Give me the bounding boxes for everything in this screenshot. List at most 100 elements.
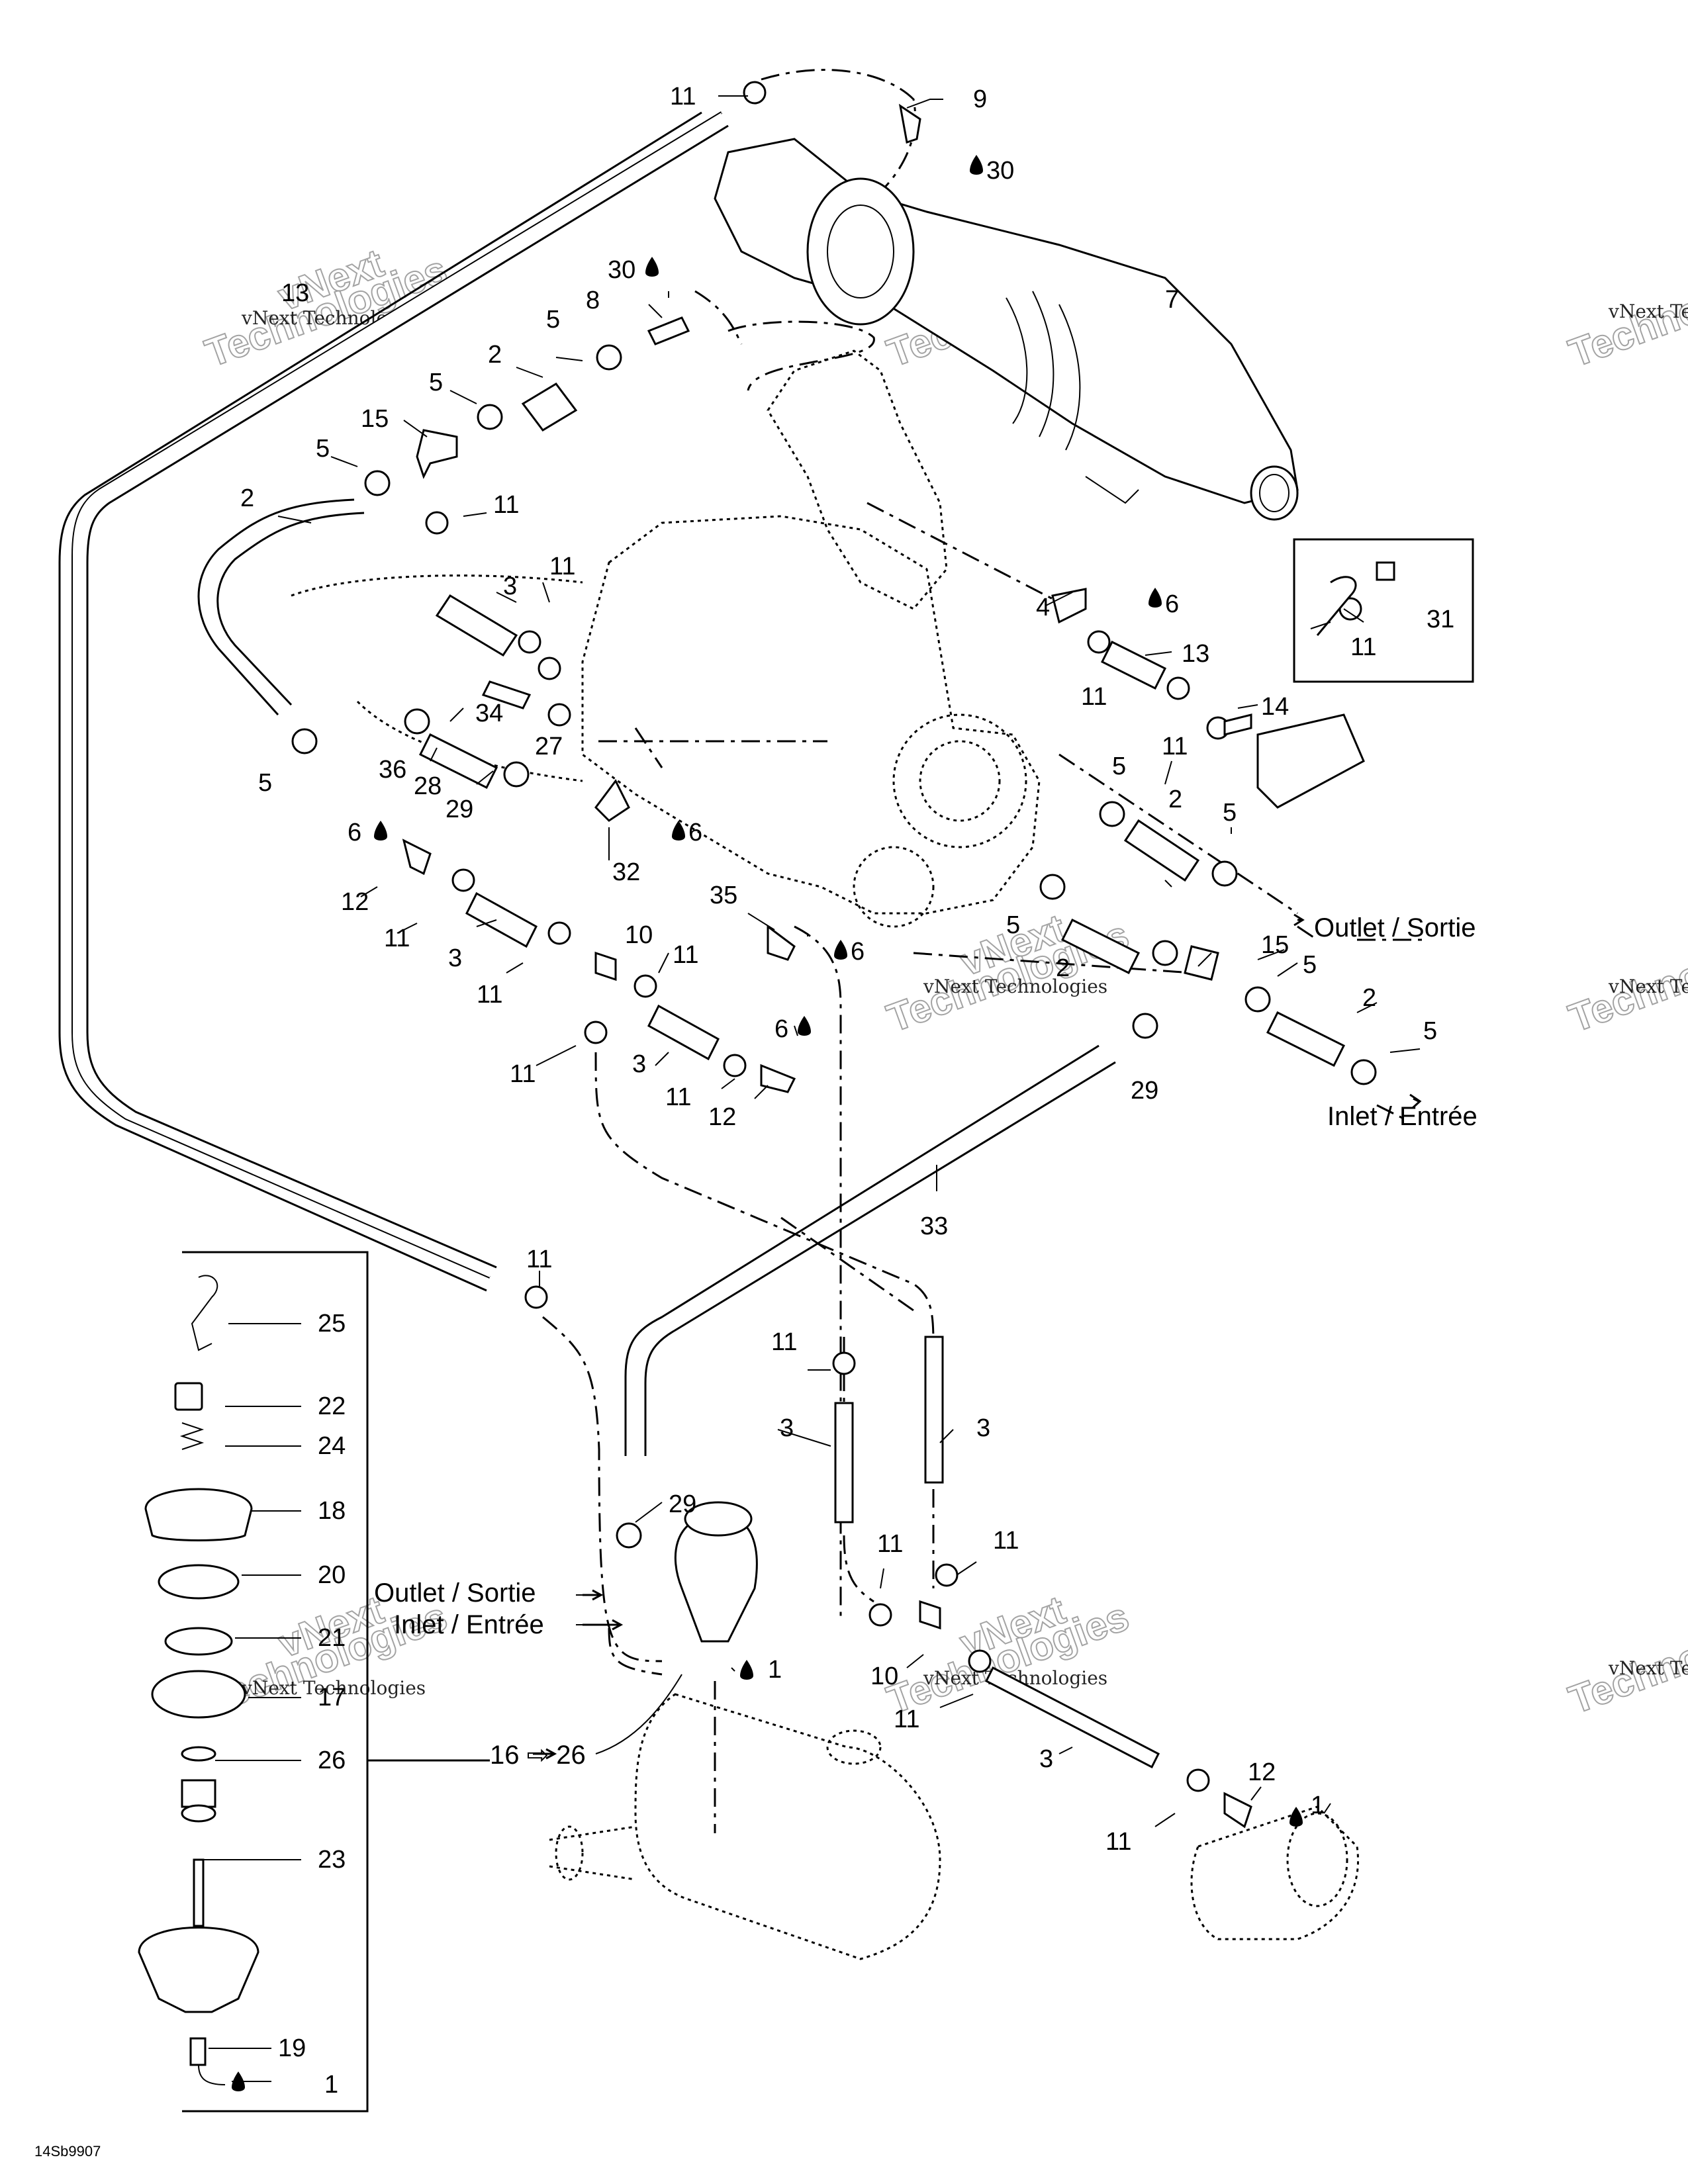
watermark-small: vNext Technologies: [923, 976, 1107, 997]
drop-icon: [740, 1660, 753, 1680]
drop-icons: [232, 155, 1303, 2091]
callout: 5: [429, 369, 443, 396]
flow-text: Outlet / Sortie Inlet / Entrée Outlet / …: [34, 913, 1477, 2160]
callout: 5: [1223, 799, 1237, 827]
callout: 2: [488, 341, 502, 369]
callout: 19: [278, 2034, 306, 2062]
callout: 6: [774, 1015, 788, 1043]
drop-icon: [1289, 1807, 1303, 1827]
callout: 15: [1261, 931, 1289, 959]
drop-icon: [970, 155, 983, 175]
callout: 5: [1112, 752, 1126, 780]
callout: 11: [493, 491, 519, 519]
callout: 12: [1248, 1758, 1276, 1786]
callout: 10: [625, 921, 653, 949]
callout: 29: [669, 1490, 696, 1518]
callout: 28: [414, 772, 442, 800]
parts-glyphs: [291, 81, 1474, 1829]
outlet-label: Outlet / Sortie: [1314, 913, 1476, 942]
flow-arrows: [533, 913, 1422, 1760]
callout: 5: [1006, 911, 1020, 939]
callout: 11: [549, 553, 575, 580]
callout: 22: [318, 1392, 346, 1420]
callout: 3: [503, 572, 517, 600]
callout: 9: [973, 85, 987, 113]
callout: 13: [1182, 640, 1209, 668]
regulator-assembly: [138, 1251, 490, 2113]
callout: 23: [318, 1846, 346, 1874]
tuned-pipe: [714, 138, 1299, 521]
callout: 6: [688, 819, 702, 846]
watermark-small: vNext Technologies: [1608, 976, 1688, 997]
callout: 30: [608, 256, 635, 284]
callout: 2: [1362, 984, 1376, 1012]
engine-outline: [291, 349, 1041, 928]
callout: 11: [1081, 683, 1107, 711]
watermark-small: vNext Technologies: [1608, 1657, 1688, 1679]
callout: 2: [1168, 786, 1182, 813]
callout: 18: [318, 1497, 346, 1525]
callout: 15: [361, 405, 389, 433]
callout: 1: [1311, 1792, 1325, 1819]
callout: 11: [673, 941, 698, 969]
callout: 11: [510, 1060, 536, 1088]
callout: 2: [1056, 954, 1070, 982]
watermark-small: vNext Technologies: [241, 1677, 426, 1699]
callout: 12: [341, 888, 369, 916]
callout: 11: [877, 1530, 903, 1558]
callout: 11: [665, 1083, 691, 1111]
callout: 26: [318, 1747, 346, 1774]
reference-range: 16 ⇨ 26: [490, 1741, 586, 1770]
callout: 29: [1131, 1077, 1158, 1105]
drop-icon: [1149, 588, 1162, 608]
callout: 11: [1105, 1828, 1131, 1856]
callout: 5: [258, 769, 272, 797]
callout: 8: [586, 287, 600, 314]
inlet-label: Inlet / Entrée: [1327, 1102, 1477, 1131]
callout: 11: [526, 1246, 552, 1273]
callout: 5: [1303, 951, 1317, 979]
bottom-assemblies: [549, 1501, 1359, 1960]
inlet-label: Inlet / Entrée: [394, 1610, 544, 1639]
callout: 6: [851, 938, 865, 966]
callout: 11: [894, 1706, 919, 1733]
drop-icon: [374, 821, 387, 841]
drop-icon: [232, 2071, 245, 2091]
diagram-code: 14Sb9907: [34, 2143, 101, 2160]
callout: 33: [920, 1212, 948, 1240]
callout: 11: [993, 1527, 1019, 1555]
callout: 24: [318, 1432, 346, 1460]
callout: 36: [379, 756, 406, 784]
callout-labels: 11 9 30 30 8 13 7 5 2 5 15 5 2 11 3 11 4…: [240, 83, 1454, 2099]
callout: 5: [1423, 1017, 1437, 1045]
callout: 30: [986, 157, 1014, 185]
drop-icon: [798, 1016, 811, 1036]
callout: 3: [1039, 1745, 1053, 1773]
callout: 5: [546, 306, 560, 334]
leader-lines: [202, 95, 1421, 2082]
callout: 10: [870, 1662, 898, 1690]
callout: 11: [1350, 633, 1376, 661]
callout: 12: [708, 1103, 736, 1131]
callout: 27: [535, 733, 563, 760]
callout: 11: [771, 1328, 797, 1356]
callout: 25: [318, 1310, 346, 1338]
callout: 11: [384, 925, 410, 952]
callout: 2: [240, 484, 254, 512]
callout: 1: [324, 2071, 338, 2099]
callout: 17: [318, 1684, 346, 1711]
callout: 29: [445, 796, 473, 823]
callout: 3: [976, 1414, 990, 1442]
callout: 4: [1036, 594, 1050, 621]
callout: 3: [448, 944, 462, 972]
callout: 32: [612, 858, 640, 886]
callout: 5: [316, 435, 330, 463]
drop-icon: [672, 821, 685, 841]
drop-icon: [645, 257, 659, 277]
watermark-small: vNext Technologies: [1608, 300, 1688, 322]
callout: 14: [1261, 693, 1289, 721]
drop-icon: [834, 940, 847, 960]
callout: 11: [477, 981, 502, 1009]
callout: 6: [1165, 590, 1179, 618]
